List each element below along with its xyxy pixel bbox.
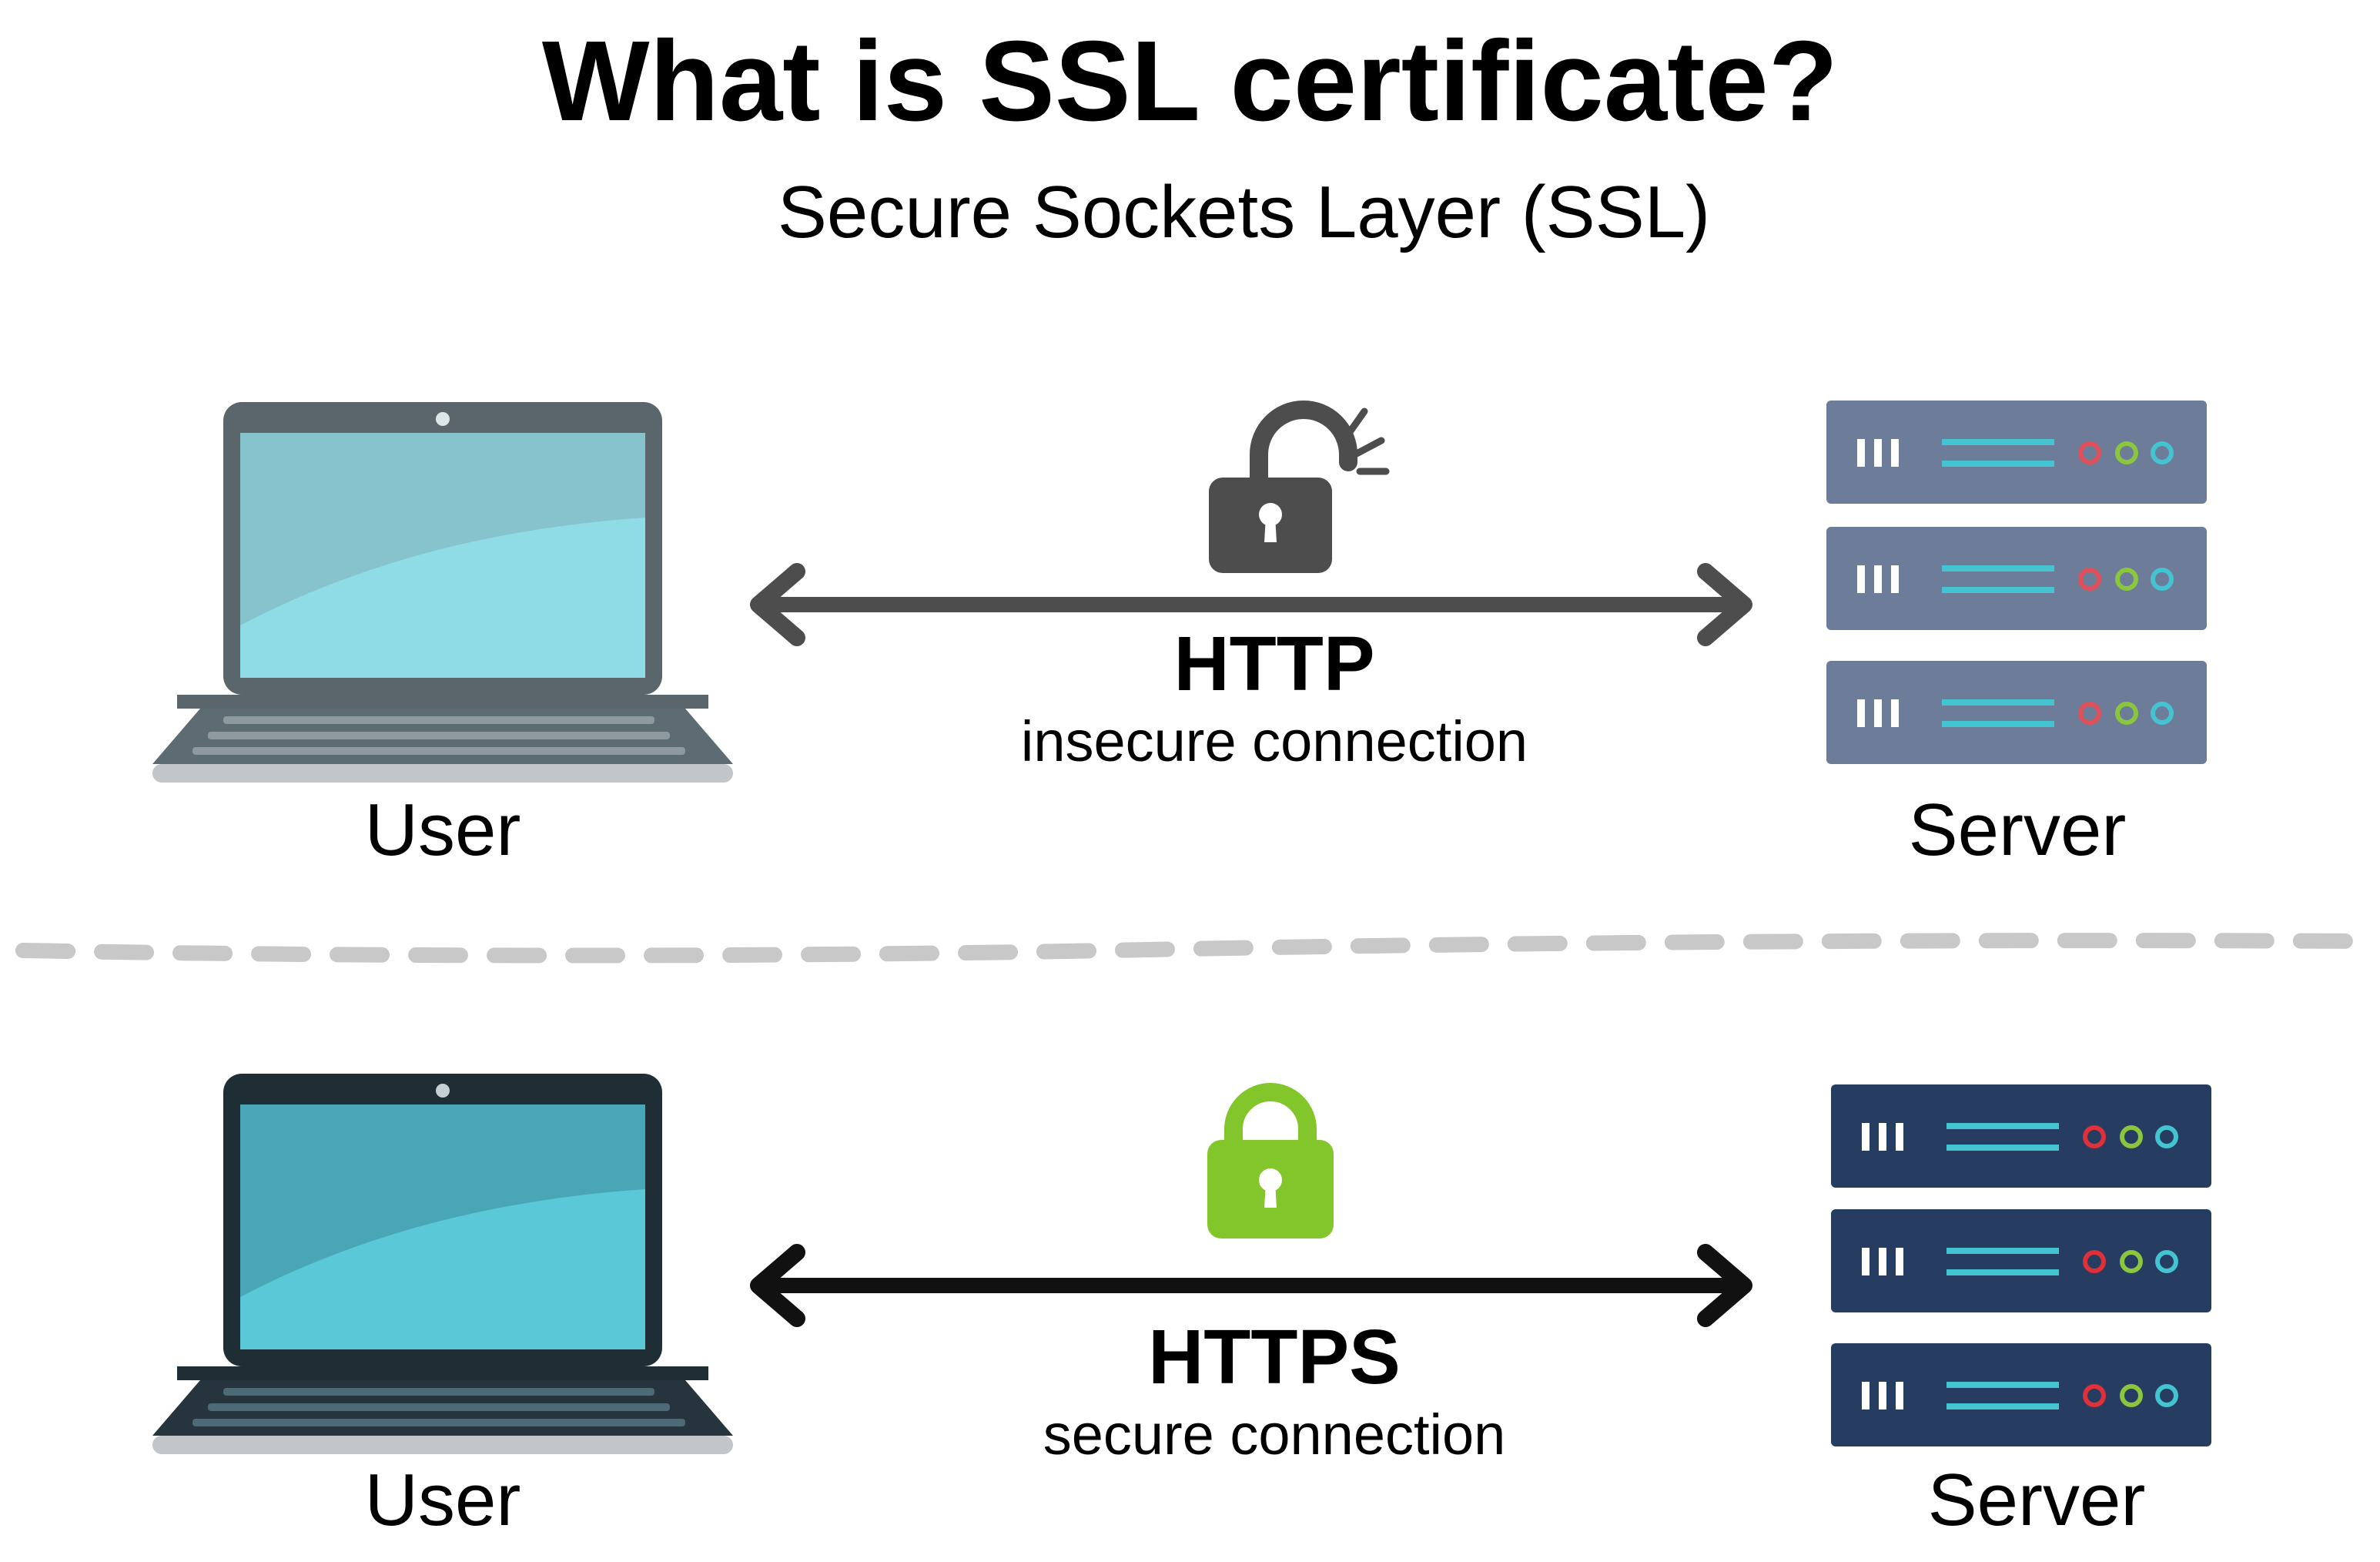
laptop-icon	[152, 1074, 733, 1454]
page-title: What is SSL certificate?	[541, 18, 1839, 145]
http-row: User HTTP insecure connection	[152, 401, 2207, 871]
server-unit	[1831, 1343, 2211, 1446]
page-subtitle: Secure Sockets Layer (SSL)	[777, 171, 1711, 253]
laptop-body	[152, 1074, 733, 1454]
section-divider	[15, 933, 2375, 964]
server-rack-icon	[1831, 1084, 2211, 1446]
server-label: Server	[1927, 1459, 2146, 1541]
laptop-icon	[152, 402, 733, 783]
server-unit	[1826, 661, 2207, 764]
server-unit	[1831, 1084, 2211, 1188]
bidirectional-arrow	[750, 563, 1752, 646]
server-unit	[1826, 401, 2207, 504]
user-label: User	[364, 1459, 521, 1541]
server-label: Server	[1908, 789, 2127, 871]
protocol-label: HTTPS	[1148, 1314, 1401, 1400]
connection-label: insecure connection	[1020, 709, 1528, 773]
server-rack-icon	[1826, 401, 2207, 764]
protocol-label: HTTP	[1173, 621, 1375, 707]
https-row: User HTTPS secure connection	[0, 970, 2380, 1562]
bidirectional-arrow	[750, 1244, 1752, 1327]
server-unit	[1831, 1209, 2211, 1312]
closed-padlock-icon	[1207, 1083, 1334, 1239]
user-label: User	[364, 789, 521, 871]
connection-label: secure connection	[1043, 1403, 1506, 1466]
open-padlock-icon	[1209, 401, 1390, 573]
laptop-body	[152, 402, 733, 783]
server-unit	[1826, 527, 2207, 630]
